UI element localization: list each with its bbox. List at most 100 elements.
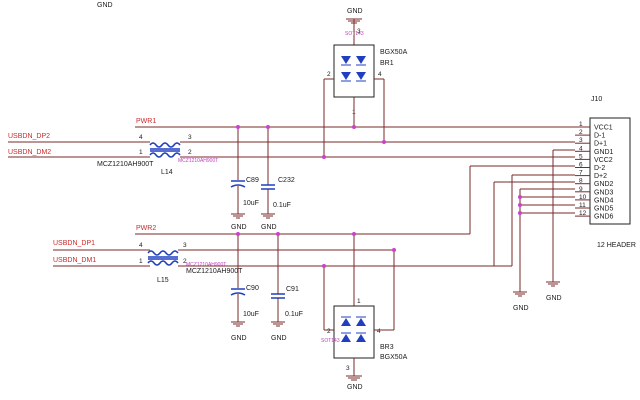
l15-part-small: MCZ1210AH900T [186,262,226,268]
br1-pin4: 4 [378,71,382,78]
ground-symbol [346,375,362,381]
net-usbdn-dp2: USBDN_DP2 [8,133,50,140]
c91-value: 0.1uF [285,311,303,318]
j10-pin-number: 1 [579,121,583,128]
br3-gnd-label: GND [347,384,363,391]
c90-gnd: GND [231,335,247,342]
capacitor-c90: C90 10uF GND [230,285,259,342]
l15-ref: L15 [157,277,169,284]
j10-pin-name: GND2 [594,181,614,188]
j10-pin-number: 5 [579,153,583,160]
gnd-label: GND [513,305,529,312]
l14-pin3: 3 [188,134,192,141]
j10-pin-number: 6 [579,162,583,169]
br1-part: BGX50A [380,49,408,56]
j10-pin-name: GND5 [594,206,614,213]
br1-gnd-label: GND [347,8,363,15]
net-usbdn-dm2: USBDN_DM2 [8,149,51,156]
c90-ref: C90 [246,285,259,292]
c232-value: 0.1uF [273,202,291,209]
bridge-br1: GND SOT143 3 BGX50A BR1 2 4 1 [324,8,408,128]
junction-dot [382,140,386,144]
c89-ref: C89 [246,177,259,184]
j10-ref: J10 [591,96,602,103]
junction-dot [236,125,240,129]
l14-part-small: MCZ1210AH900T [178,158,218,164]
l15-pin4: 4 [139,242,143,249]
l14-part: MCZ1210AH900T [97,161,154,168]
c232-ref: C232 [278,177,295,184]
br3-pin4: 4 [377,328,381,335]
j10-pin-name: GND4 [594,197,614,204]
c232-gnd: GND [261,224,277,231]
j10-pin-number: 9 [579,186,583,193]
br3-body [333,305,375,359]
upper-nets: PWR1 USBDN_DP2 USBDN_DM2 [8,118,575,158]
l14-pin1: 1 [139,149,143,156]
br3-pin3: 3 [346,365,350,372]
net-pwr1: PWR1 [136,118,156,125]
j10-pin-name: D-2 [594,165,605,172]
capacitor-c89: C89 10uF GND [230,177,259,231]
l15-pin2: 2 [183,258,187,265]
c89-value: 10uF [243,200,259,207]
junction-dot [352,232,356,236]
junction-dot [518,203,522,207]
c91-ref: C91 [286,286,299,293]
br1-package-label: SOT143 [345,31,364,37]
net-pwr2: PWR2 [136,225,156,232]
junction-dot [352,125,356,129]
j10-pin-name: D-1 [594,133,605,140]
c90-value: 10uF [243,311,259,318]
j10-pin-number: 2 [579,129,583,136]
gnd-label-top-left: GND [97,2,113,9]
junction-dot [266,125,270,129]
l15-pin3: 3 [183,242,187,249]
j10-pin-name: GND1 [594,149,614,156]
br3-pin1: 1 [357,298,361,305]
j10-pin-number: 12 [579,210,587,217]
br1-ref: BR1 [380,60,394,67]
l14-pin2: 2 [188,149,192,156]
j10-pin-number: 3 [579,137,583,144]
br3-part: BGX50A [380,354,408,361]
br3-package-label: SOT143 [321,338,340,344]
gnd-label: GND [546,295,562,302]
j10-footer: 12 HEADER [597,242,636,249]
j10-pin-number: 11 [579,202,586,209]
j10-body [589,117,631,225]
net-usbdn-dm1: USBDN_DM1 [53,257,96,264]
br3-diodes [341,316,366,342]
capacitor-c232: C232 0.1uF GND [261,177,295,231]
junction-dot [236,232,240,236]
j10-pin-name: GND3 [594,189,614,196]
j10-pin-name: VCC2 [594,157,613,164]
junction-dot [518,211,522,215]
j10-pin-name: D+2 [594,173,607,180]
br1-body [333,44,375,98]
br3-ref: BR3 [380,344,394,351]
j10-pin-number: 4 [579,145,583,152]
br1-pin3: 3 [357,28,361,35]
j10-pin-number: 7 [579,170,583,177]
junction-dot [322,264,326,268]
bridge-br3: 1 2 4 SOT143 BR3 BGX50A 3 GND [321,298,408,391]
l14-pin4: 4 [139,134,143,141]
net-usbdn-dp1: USBDN_DP1 [53,240,95,247]
junction-dot [518,195,522,199]
j10-pin-number: 10 [579,194,587,201]
junction-dot [276,232,280,236]
lower-nets: PWR2 USBDN_DP1 USBDN_DM1 [53,225,470,267]
c89-gnd: GND [231,224,247,231]
j10-pin-name: GND6 [594,214,614,221]
choke-l14: 4 3 1 2 MCZ1210AH900T MCZ1210AH900T L14 [97,134,218,176]
junction-dot [392,248,396,252]
br3-pin2: 2 [327,328,331,335]
br1-pin2: 2 [327,71,331,78]
j10-pin-name: VCC1 [594,125,613,132]
br1-diodes [341,56,366,82]
choke-l15: 4 3 1 2 MCZ1210AH900T MCZ1210AH900T L15 [139,242,243,284]
connector-routing: GND GND [469,149,575,312]
